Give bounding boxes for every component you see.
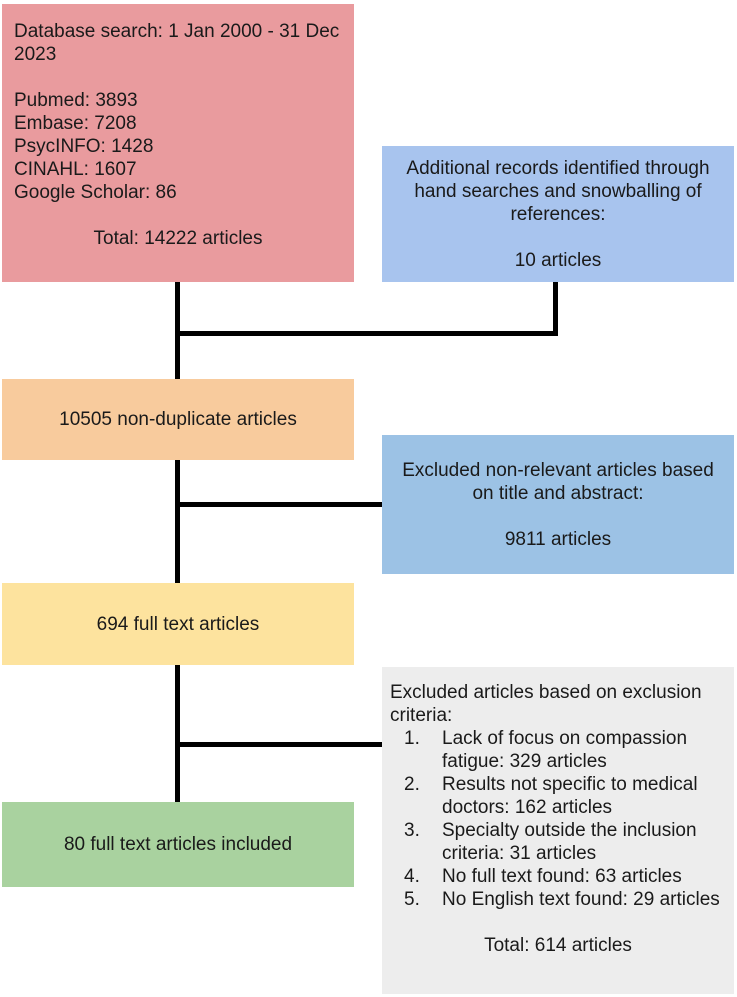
spacer bbox=[390, 911, 726, 934]
criteria-item-text: No English text found: 29 articles bbox=[442, 889, 720, 910]
excluded-criteria-box: Excluded articles based on exclusion cri… bbox=[382, 667, 734, 994]
criteria-item: 1. Lack of focus on compassion fatigue: … bbox=[404, 727, 726, 773]
excluded-criteria-total: Total: 614 articles bbox=[484, 935, 632, 956]
criteria-item-text: Results not specific to medical doctors:… bbox=[442, 774, 698, 818]
non-duplicate-text: 10505 non-duplicate articles bbox=[59, 409, 297, 430]
criteria-item-number: 1. bbox=[404, 728, 420, 749]
criteria-item-number: 5. bbox=[404, 889, 420, 910]
criteria-item-text: Lack of focus on compassion fatigue: 329… bbox=[442, 728, 688, 772]
criteria-item-number: 2. bbox=[404, 774, 420, 795]
additional-records-text: Additional records identified through ha… bbox=[406, 157, 710, 225]
additional-records-count: 10 articles bbox=[514, 249, 602, 271]
included-box: 80 full text articles included bbox=[2, 802, 354, 887]
connector-branch-excluded-criteria bbox=[175, 742, 382, 747]
criteria-item-text: No full text found: 63 articles bbox=[442, 866, 682, 887]
source-count-psycinfo: PsycINFO: 1428 bbox=[14, 136, 154, 157]
connector-merge-horizontal bbox=[175, 331, 558, 336]
criteria-item: 2. Results not specific to medical docto… bbox=[404, 773, 726, 819]
source-count-google-scholar: Google Scholar: 86 bbox=[14, 182, 177, 203]
database-search-box: Database search: 1 Jan 2000 - 31 Dec 202… bbox=[2, 4, 354, 282]
source-count-pubmed: Pubmed: 3893 bbox=[14, 90, 138, 111]
additional-records-box: Additional records identified through ha… bbox=[382, 146, 734, 282]
excluded-title-abstract-text: Excluded non-relevant articles based on … bbox=[402, 459, 714, 504]
criteria-item: 4. No full text found: 63 articles bbox=[404, 865, 726, 888]
connector-additional-to-merge bbox=[553, 282, 558, 336]
criteria-item: 5. No English text found: 29 articles bbox=[404, 888, 726, 911]
full-text-box: 694 full text articles bbox=[2, 583, 354, 665]
non-duplicate-box: 10505 non-duplicate articles bbox=[2, 379, 354, 460]
connector-database-to-merge bbox=[175, 282, 180, 379]
criteria-item: 3. Specialty outside the inclusion crite… bbox=[404, 819, 726, 865]
criteria-item-number: 3. bbox=[404, 820, 420, 841]
full-text-text: 694 full text articles bbox=[96, 613, 260, 635]
source-count-embase: Embase: 7208 bbox=[14, 113, 137, 134]
spacer bbox=[390, 226, 726, 249]
source-count-cinahl: CINAHL: 1607 bbox=[14, 159, 137, 180]
spacer bbox=[14, 66, 342, 89]
database-search-header: Database search: 1 Jan 2000 - 31 Dec 202… bbox=[14, 21, 340, 65]
connector-fulltext-to-included bbox=[175, 665, 180, 802]
database-search-total: Total: 14222 articles bbox=[93, 228, 263, 249]
excluded-title-abstract-box: Excluded non-relevant articles based on … bbox=[382, 435, 734, 574]
excluded-criteria-intro: Excluded articles based on exclusion cri… bbox=[390, 682, 702, 726]
criteria-item-text: Specialty outside the inclusion criteria… bbox=[442, 820, 697, 864]
spacer bbox=[14, 204, 342, 227]
excluded-title-abstract-count: 9811 articles bbox=[504, 528, 612, 550]
included-text: 80 full text articles included bbox=[63, 834, 293, 855]
connector-branch-excluded-title bbox=[175, 502, 383, 507]
spacer bbox=[390, 505, 726, 528]
connector-nonduplicate-to-fulltext bbox=[175, 460, 180, 583]
criteria-item-number: 4. bbox=[404, 866, 420, 887]
